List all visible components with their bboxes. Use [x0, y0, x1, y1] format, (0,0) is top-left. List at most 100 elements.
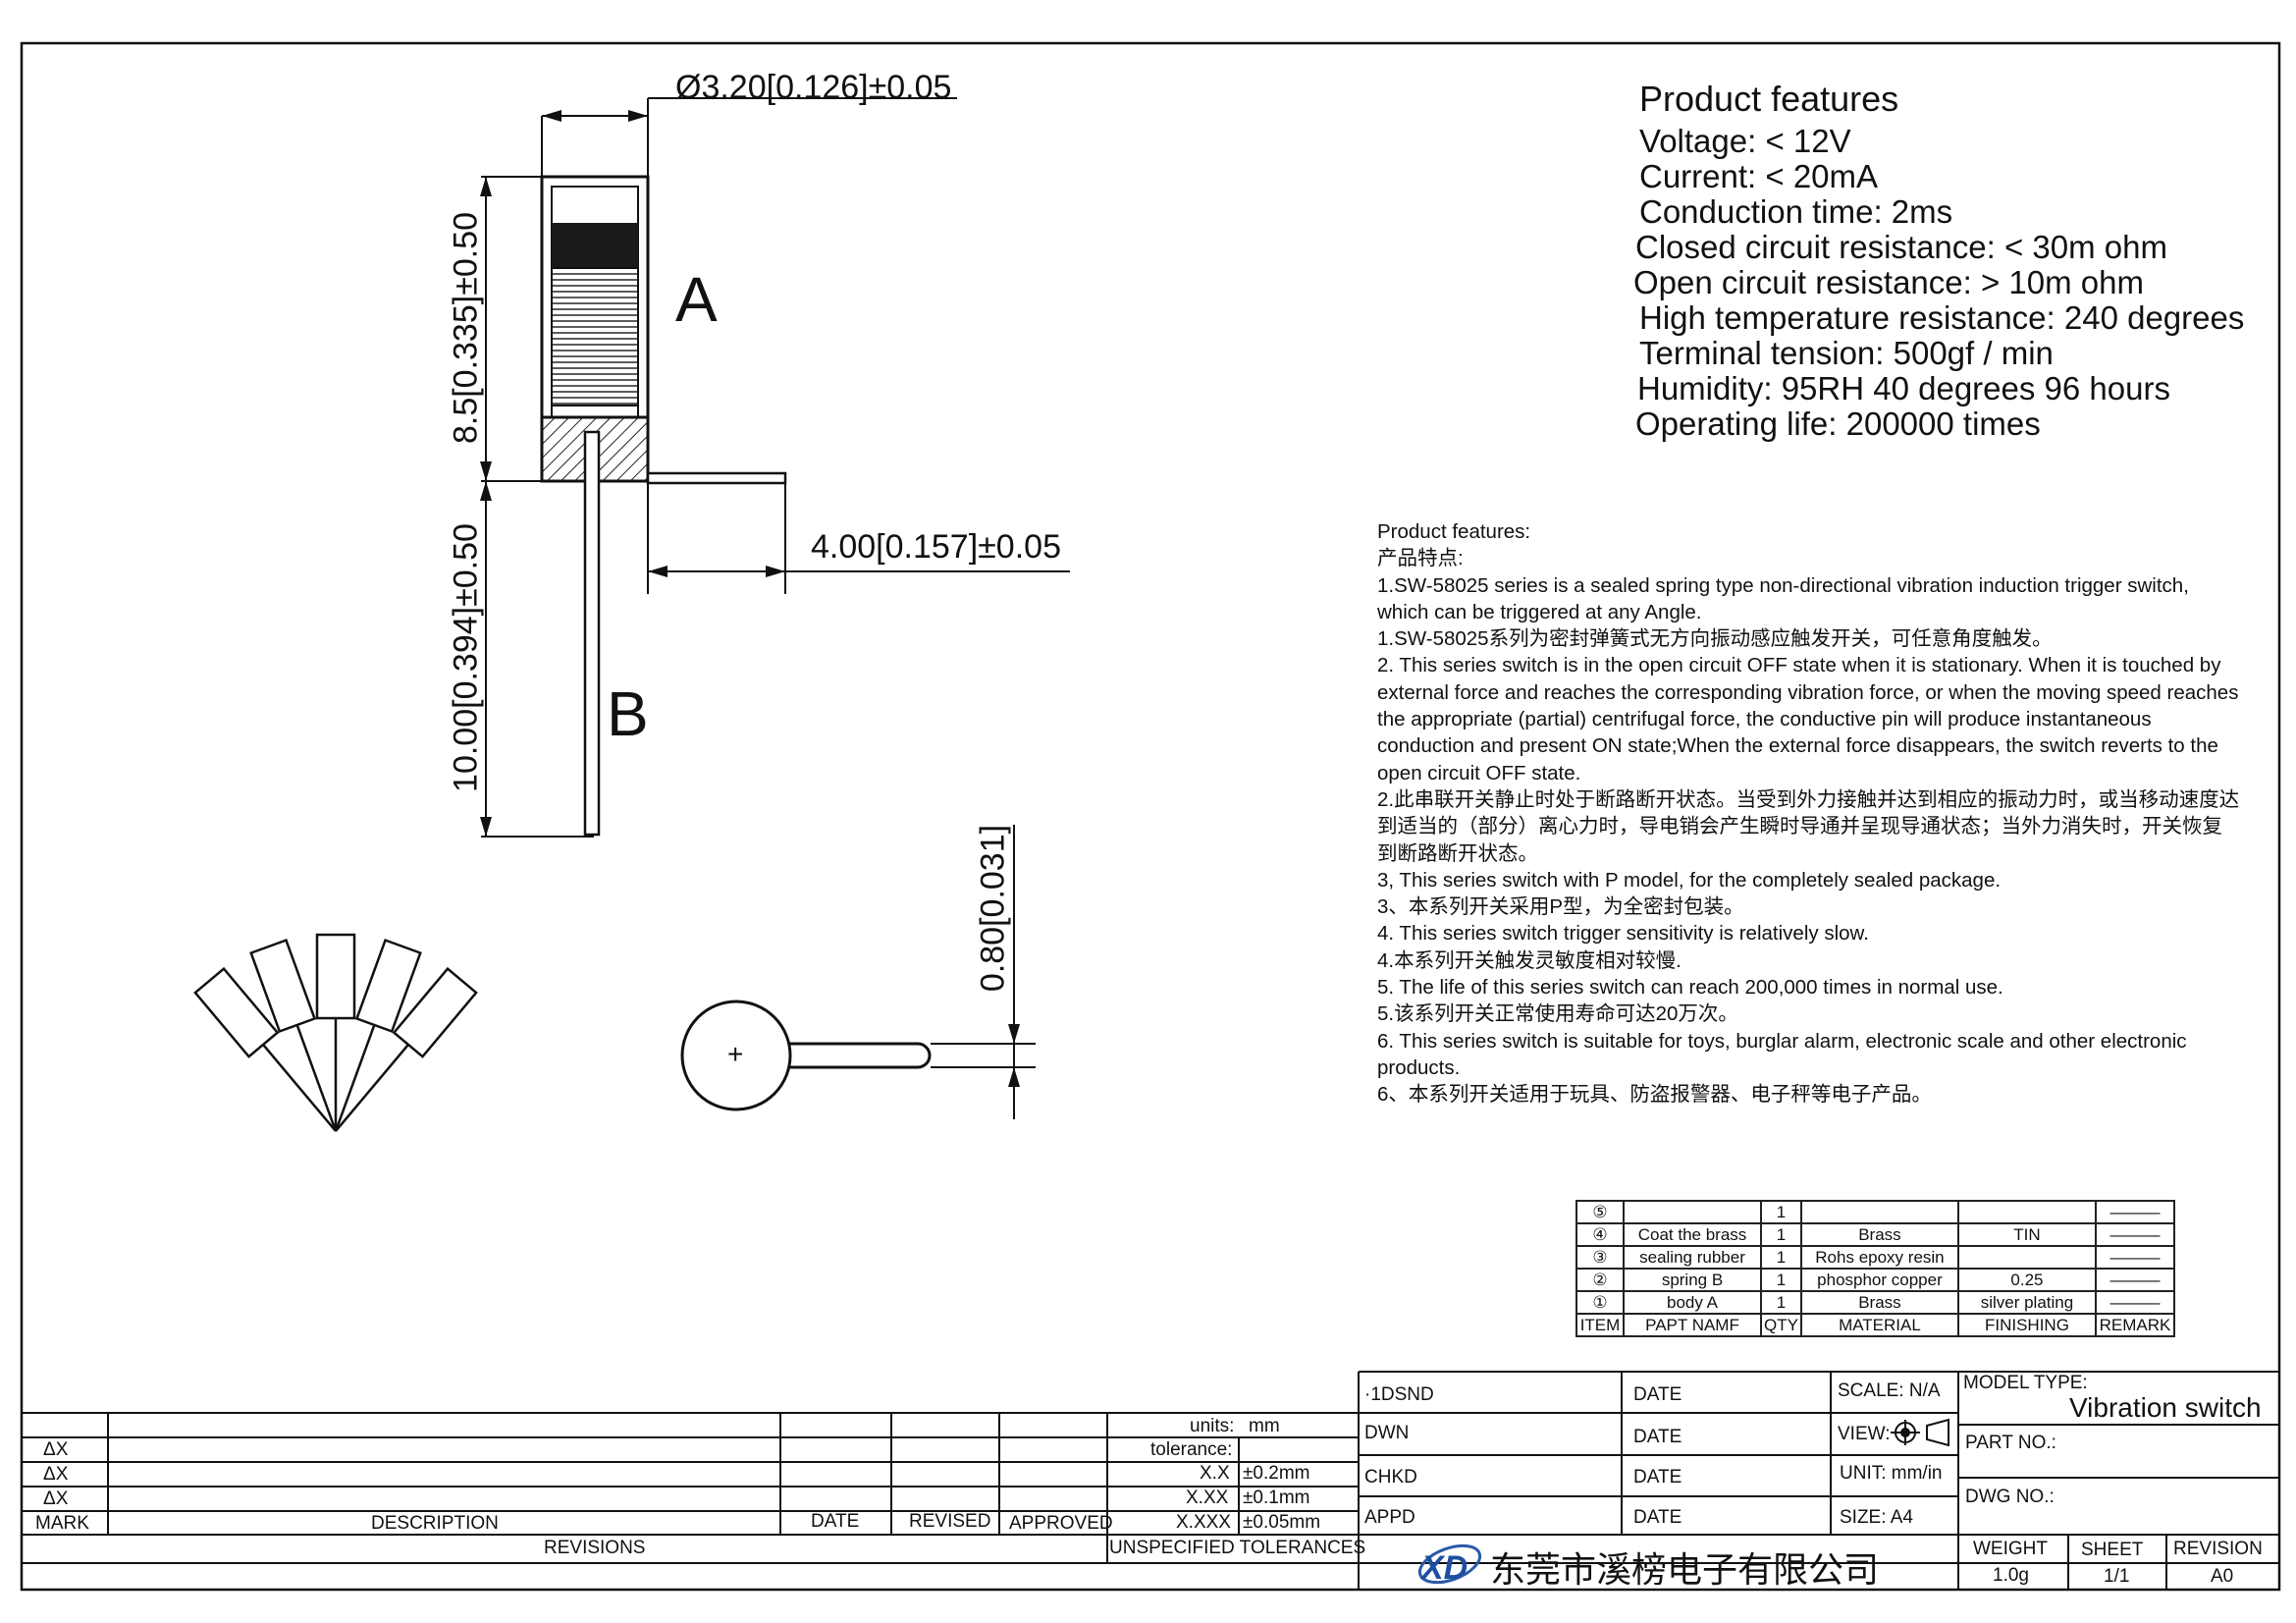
description-line: 1.SW-58025系列为密封弹簧式无方向振动感应触发开关，可任意角度触发。	[1377, 627, 2053, 651]
approved-header: APPROVED	[1009, 1513, 1113, 1534]
tilt-fan-symbol	[193, 933, 478, 1132]
weight-value: 1.0g	[1993, 1565, 2029, 1586]
material-cell: Brass	[1799, 1222, 1959, 1247]
feature-line: Operating life: 200000 times	[1635, 406, 2041, 442]
sheet-value: 1/1	[2104, 1566, 2130, 1587]
feature-line: Humidity: 95RH 40 degrees 96 hours	[1637, 370, 2170, 406]
part-name-cell: Coat the brass	[1623, 1222, 1762, 1247]
description-line: 产品特点:	[1377, 547, 1464, 570]
table-row: ⑤ 1 ———	[1575, 1200, 2175, 1224]
finishing-cell: 0.25	[1956, 1268, 2097, 1292]
signoff-label: APPD	[1364, 1507, 1415, 1528]
dwg-no-label: DWG NO.:	[1965, 1487, 2055, 1507]
pin-thickness-dimension: 0.80[0.031]	[974, 824, 1012, 993]
mark-header: MARK	[35, 1513, 89, 1534]
item-cell: ⑤	[1575, 1200, 1625, 1224]
company-name: 东莞市溪榜电子有限公司	[1490, 1550, 1880, 1591]
part-name-cell: spring B	[1623, 1268, 1762, 1292]
view-label: VIEW:	[1838, 1424, 1891, 1444]
lead-length-dimension: 10.00[0.394]±0.50	[447, 523, 485, 792]
part-name-cell	[1623, 1200, 1762, 1224]
parts-table: ⑤ 1 ——— ④ Coat the brass 1 Brass TIN ———…	[1575, 1200, 2175, 1337]
finishing-cell	[1956, 1245, 2097, 1270]
revision-mark: ΔX	[43, 1439, 69, 1460]
units-value: mm	[1249, 1416, 1280, 1436]
signoff-label: ·1DSND	[1364, 1384, 1434, 1405]
revision-mark: ΔX	[43, 1488, 69, 1509]
features-title: Product features	[1639, 79, 1899, 119]
remark-cell: ———	[2094, 1290, 2175, 1315]
product-features: Product features Voltage: < 12V Current:…	[1629, 79, 2258, 442]
item-cell: ②	[1575, 1268, 1625, 1292]
tolerance-value: ±0.05mm	[1243, 1512, 1321, 1533]
weight-label: WEIGHT	[1973, 1539, 2048, 1559]
tolerance-value: ±0.1mm	[1243, 1488, 1310, 1508]
description-line: 5. The life of this series switch can re…	[1377, 976, 2003, 1000]
table-row: ④ Coat the brass 1 Brass TIN ———	[1575, 1222, 2175, 1247]
feature-line: Voltage: < 12V	[1639, 123, 1851, 159]
description-line: 2. This series switch is in the open cir…	[1377, 654, 2239, 784]
item-cell: ④	[1575, 1222, 1625, 1247]
description-line: 6. This series switch is suitable for to…	[1377, 1029, 2187, 1079]
part-name-cell: body A	[1623, 1290, 1762, 1315]
feature-line: Open circuit resistance: > 10m ohm	[1633, 264, 2144, 300]
date-label: DATE	[1633, 1427, 1682, 1447]
qty-cell: 1	[1760, 1200, 1802, 1224]
title-block-grid	[22, 1371, 2279, 1590]
revisions-title: REVISIONS	[544, 1538, 646, 1558]
description-header: DESCRIPTION	[371, 1513, 499, 1534]
tolerance-label: tolerance:	[1150, 1439, 1233, 1460]
revision-label: REVISION	[2173, 1539, 2263, 1559]
column-header: ITEM	[1575, 1313, 1625, 1337]
tolerance-key: X.XXX	[1176, 1512, 1231, 1533]
table-row: ② spring B 1 phosphor copper 0.25 ———	[1575, 1268, 2175, 1292]
tolerance-key: X.X	[1200, 1463, 1230, 1484]
column-header: MATERIAL	[1799, 1313, 1959, 1337]
finishing-cell: silver plating	[1956, 1290, 2097, 1315]
description-line: 1.SW-58025 series is a sealed spring typ…	[1377, 573, 2189, 623]
material-cell: Rohs epoxy resin	[1799, 1245, 1959, 1270]
model-type-value: Vibration switch	[2069, 1392, 2262, 1423]
model-type-label: MODEL TYPE:	[1963, 1373, 2088, 1393]
tolerance-value: ±0.2mm	[1243, 1463, 1310, 1484]
part-no-label: PART NO.:	[1965, 1433, 2056, 1453]
column-header: PAPT NAMF	[1623, 1313, 1762, 1337]
revision-value: A0	[2211, 1566, 2234, 1587]
unit-label: UNIT: mm/in	[1840, 1463, 1943, 1484]
column-header: FINISHING	[1956, 1313, 2097, 1337]
scale-label: SCALE: N/A	[1838, 1380, 1941, 1401]
height-a-dimension: 8.5[0.335]±0.50	[447, 211, 485, 445]
part-name-cell: sealing rubber	[1623, 1245, 1762, 1270]
feature-line: Closed circuit resistance: < 30m ohm	[1635, 229, 2167, 265]
description-line: Product features:	[1377, 520, 1531, 543]
revised-header: REVISED	[909, 1511, 991, 1532]
qty-cell: 1	[1760, 1290, 1802, 1315]
remark-cell: ———	[2094, 1268, 2175, 1292]
product-description: Product features: 产品特点: 1.SW-58025 serie…	[1377, 518, 2241, 1109]
table-row: ① body A 1 Brass silver plating ———	[1575, 1290, 2175, 1315]
base-width-dimension: 4.00[0.157]±0.05	[811, 528, 1061, 566]
feature-line: Conduction time: 2ms	[1639, 193, 1953, 230]
remark-cell: ———	[2094, 1222, 2175, 1247]
date-header: DATE	[811, 1511, 860, 1532]
revision-mark: ΔX	[43, 1464, 69, 1485]
remark-cell: ———	[2094, 1245, 2175, 1270]
signoff-label: CHKD	[1364, 1467, 1417, 1488]
column-header: QTY	[1760, 1313, 1802, 1337]
date-label: DATE	[1633, 1467, 1682, 1488]
tolerance-key: X.XX	[1186, 1488, 1229, 1508]
unspecified-tolerances-title: UNSPECIFIED TOLERANCES	[1109, 1538, 1366, 1558]
finishing-cell: TIN	[1956, 1222, 2097, 1247]
feature-line: High temperature resistance: 240 degrees	[1639, 299, 2245, 336]
side-view	[480, 97, 1070, 838]
description-line: 4. This series switch trigger sensitivit…	[1377, 922, 1869, 946]
finishing-cell	[1956, 1200, 2097, 1224]
description-line: 6、本系列开关适用于玩具、防盗报警器、电子秤等电子产品。	[1377, 1083, 1932, 1107]
table-header-row: ITEM PAPT NAMF QTY MATERIAL FINISHING RE…	[1575, 1313, 2175, 1337]
label-a: A	[675, 264, 718, 335]
description-line: 5.该系列开关正常使用寿命可达20万次。	[1377, 1002, 1738, 1026]
sheet-label: SHEET	[2081, 1540, 2144, 1560]
column-header: REMARK	[2094, 1313, 2175, 1337]
feature-line: Current: < 20mA	[1639, 158, 1879, 194]
